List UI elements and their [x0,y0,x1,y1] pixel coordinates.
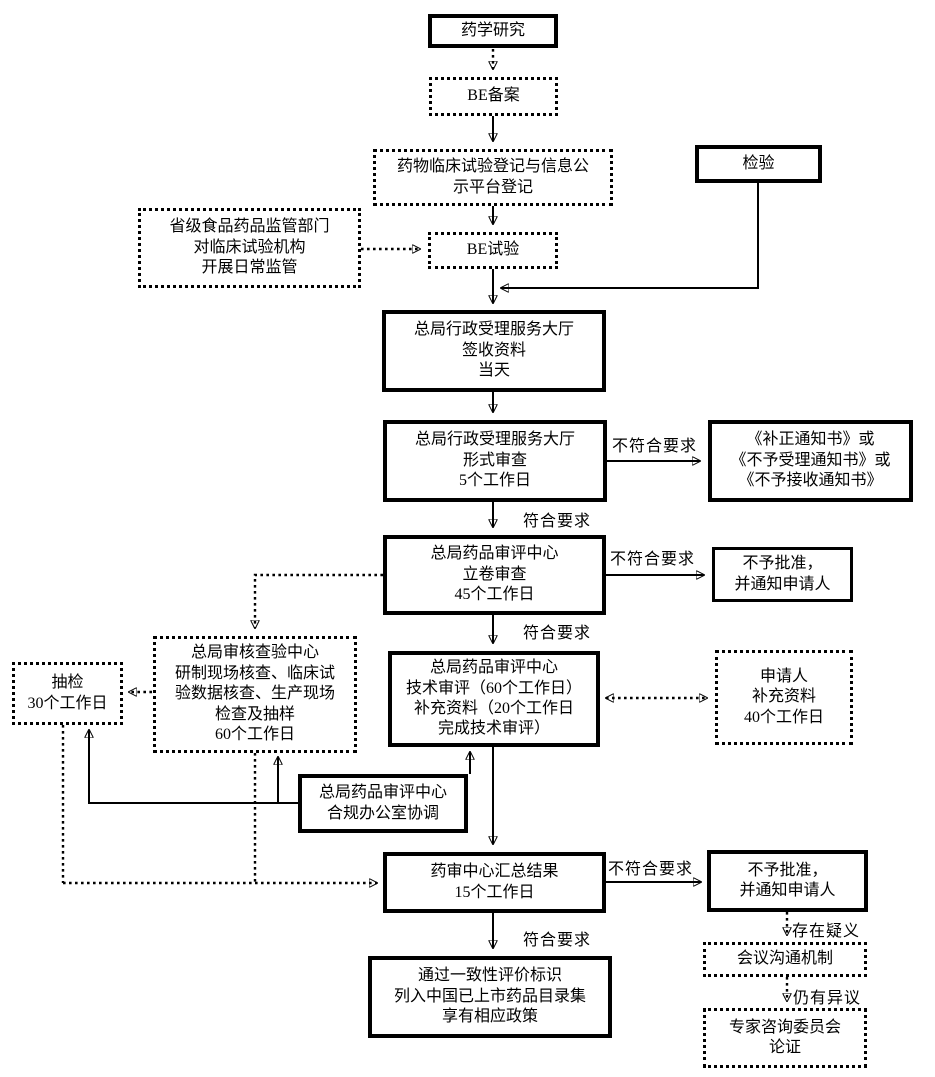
node-reject-notify-2: 不予批准， 并通知申请人 [707,850,868,912]
edge-label-objection: 仍有异议 [793,990,862,1007]
node-cde-summary: 药审中心汇总结果 15个工作日 [383,852,606,913]
node-pass-evaluation: 通过一致性评价标识 列入中国已上市药品目录集 享有相应政策 [368,956,612,1038]
node-acceptance-hall-receive: 总局行政受理服务大厅 签收资料 当天 [382,310,606,392]
node-docketing-review: 总局药品审评中心 立卷审查 45个工作日 [383,535,606,615]
node-inspection: 检验 [695,145,822,183]
edge-label-pass-1: 符合要求 [523,513,592,530]
node-notices: 《补正通知书》或 《不予受理通知书》或 《不予接收通知书》 [708,420,913,502]
node-provincial-supervision: 省级食品药品监管部门 对临床试验机构 开展日常监管 [138,208,361,288]
node-be-filing: BE备案 [429,77,558,116]
edge-compliance-to-verification-and-sampling [89,730,298,804]
node-expert-committee: 专家咨询委员会 论证 [703,1008,867,1068]
node-pharma-research: 药学研究 [428,14,558,48]
node-sampling: 抽检 30个工作日 [12,662,123,725]
edge-label-fail-3: 不符合要求 [608,861,694,878]
node-applicant-supplement: 申请人 补充资料 40个工作日 [715,650,853,745]
node-verification-center: 总局审核查验中心 研制现场核查、临床试 验数据核查、生产现场 检查及抽样 60个… [153,636,357,753]
edge-docketing-to-verification [255,573,383,628]
node-registration-platform: 药物临床试验登记与信息公 示平台登记 [373,149,613,206]
edge-label-fail-2: 不符合要求 [610,551,696,568]
edge-inspection-join [501,183,759,288]
edge-verification-to-summary-dotted [61,725,377,883]
node-reject-notify-1: 不予批准， 并通知申请人 [712,547,853,602]
edge-label-pass-3: 符合要求 [523,932,592,949]
node-technical-review: 总局药品审评中心 技术审评（60个工作日） 补充资料（20个工作日 完成技术审评… [388,651,600,747]
edge-label-fail-1: 不符合要求 [612,438,698,455]
edge-label-pass-2: 符合要求 [523,625,592,642]
node-compliance-office: 总局药品审评中心 合规办公室协调 [298,774,468,833]
node-be-trial: BE试验 [428,232,558,269]
edge-label-doubt: 存在疑义 [792,923,861,940]
node-meeting-mechanism: 会议沟通机制 [703,942,867,977]
node-formal-review: 总局行政受理服务大厅 形式审查 5个工作日 [383,420,607,502]
